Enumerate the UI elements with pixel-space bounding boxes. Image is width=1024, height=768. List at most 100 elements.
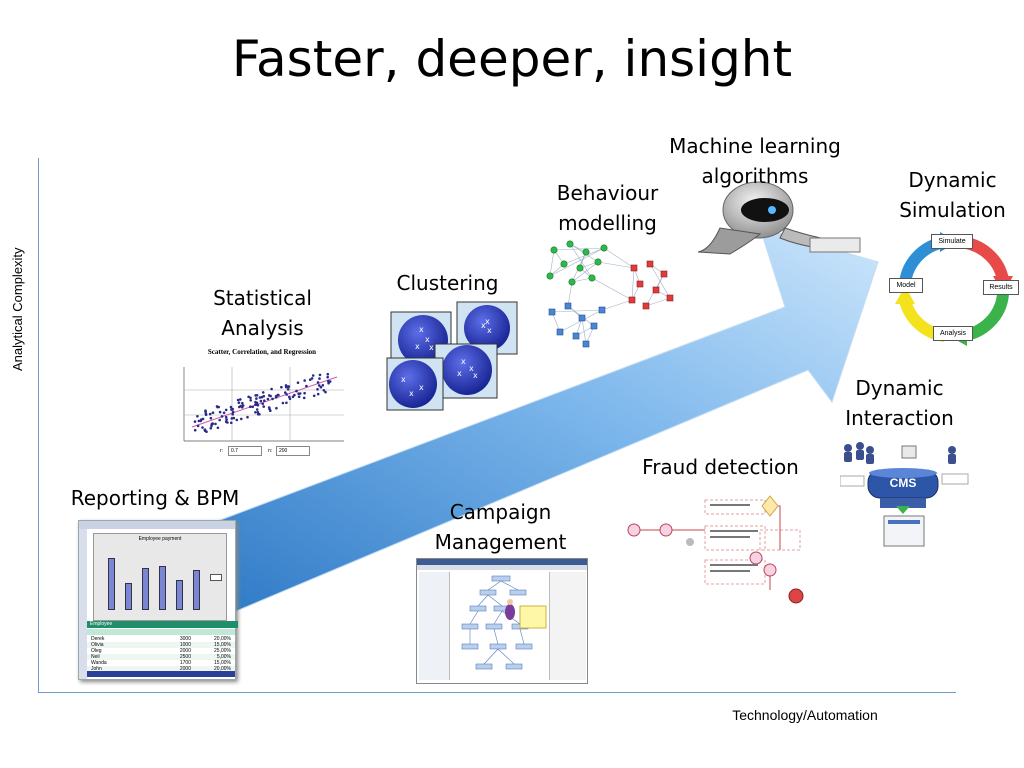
scatter-point	[215, 405, 219, 408]
report-table-row: Oleg 2000 25,00%	[87, 648, 235, 654]
scatter-point	[284, 385, 288, 389]
scatter-point	[316, 388, 319, 391]
scatter-point	[211, 411, 215, 414]
row-name: Neil	[91, 654, 100, 660]
scatter-point	[312, 394, 316, 398]
campaign-property-panel	[549, 572, 586, 680]
report-table-header: Employee	[87, 621, 238, 628]
scatter-point	[285, 401, 288, 405]
scatter-n-value: 200	[276, 446, 310, 456]
scatter-point	[258, 413, 261, 416]
scatter-point	[284, 391, 287, 394]
svg-text:x: x	[409, 389, 414, 398]
scatter-point	[220, 415, 224, 418]
scatter-point	[319, 385, 323, 389]
reporting-bar-chart: Employee payment	[93, 533, 227, 621]
network-node	[636, 280, 644, 288]
scatter-point	[249, 399, 252, 402]
scatter-point	[326, 372, 330, 376]
row-name: Oleg	[91, 648, 102, 654]
scatter-point	[204, 413, 208, 416]
network-node	[566, 240, 574, 248]
network-node	[548, 308, 556, 316]
svg-text:x: x	[429, 343, 434, 352]
row-value: 1700	[179, 660, 191, 666]
scatter-point	[211, 422, 214, 425]
stage-behaviour-line1: Behaviour	[556, 181, 659, 205]
scatter-point	[321, 384, 325, 387]
scatter-point	[247, 395, 250, 399]
report-bar	[142, 568, 149, 610]
svg-text:x: x	[481, 321, 486, 330]
scatter-point	[316, 392, 320, 396]
reporting-spreadsheet-image: Employee payment Employee Derek 3000 20,…	[78, 520, 238, 680]
network-node	[660, 270, 668, 278]
scatter-point	[249, 405, 252, 408]
scatter-point	[237, 401, 241, 404]
fraud-detection-flow-image	[627, 495, 804, 604]
cms-interaction-image: CMS	[840, 440, 970, 552]
scatter-n-label: n:	[268, 448, 273, 454]
scatter-point	[193, 428, 197, 432]
scatter-point	[254, 394, 257, 397]
svg-text:x: x	[401, 375, 406, 384]
scatter-point	[241, 401, 244, 405]
row-pct: 25,00%	[214, 648, 231, 654]
report-table-footer	[87, 671, 235, 677]
scatter-point	[196, 415, 199, 418]
row-name: Derek	[91, 636, 105, 642]
scatter-point	[209, 416, 213, 420]
stage-interaction-line2: Interaction	[845, 406, 954, 430]
stage-behaviour-line2: modelling	[558, 211, 657, 235]
report-table-row: John 2000 20,00%	[87, 666, 235, 672]
scatter-point	[281, 401, 285, 405]
scatter-point	[317, 384, 321, 387]
scatter-point	[203, 428, 207, 432]
scatter-point	[205, 430, 208, 433]
scatter-point	[230, 417, 234, 420]
behaviour-network-image	[546, 240, 674, 348]
network-node	[572, 332, 580, 340]
scatter-point	[296, 381, 300, 384]
scatter-point	[318, 377, 321, 380]
scatter-title: Scatter, Correlation, and Regression	[207, 348, 317, 356]
network-node	[600, 244, 608, 252]
scatter-point	[222, 411, 226, 415]
row-value: 1000	[179, 642, 191, 648]
svg-text:x: x	[461, 357, 466, 366]
scatter-point	[246, 415, 249, 419]
scatter-point	[275, 406, 278, 410]
row-name: John	[91, 666, 102, 672]
stage-ml-line1: Machine learning	[669, 134, 841, 158]
stage-statistical-line2: Analysis	[221, 316, 304, 340]
report-table-row: Neil 2500 5,00%	[87, 654, 235, 660]
scatter-point	[303, 391, 306, 395]
scatter-point	[240, 417, 243, 421]
network-node	[578, 314, 586, 322]
stage-simulation-label: Dynamic Simulation	[885, 165, 1020, 225]
stage-campaign-line2: Management	[434, 530, 567, 554]
scatter-point	[276, 393, 280, 397]
scatter-point	[230, 421, 233, 425]
scatter-point	[224, 420, 228, 423]
scatter-point	[311, 374, 315, 377]
svg-text:x: x	[473, 371, 478, 380]
network-node	[646, 260, 654, 268]
network-node	[582, 248, 590, 256]
scatter-point	[308, 378, 312, 381]
network-node	[598, 306, 606, 314]
scatter-point	[305, 384, 308, 388]
scatter-point	[231, 410, 235, 414]
report-bar	[176, 580, 183, 610]
scatter-point	[254, 411, 257, 414]
report-table-row: Wanda 1700 15,00%	[87, 660, 235, 666]
row-value: 2500	[179, 654, 191, 660]
stage-fraud-label: Fraud detection	[642, 455, 799, 479]
scatter-point	[280, 385, 283, 389]
report-bar	[193, 570, 200, 610]
svg-text:x: x	[485, 317, 490, 326]
scatter-point	[204, 410, 207, 413]
scatter-point	[269, 409, 272, 412]
scatter-point	[261, 391, 265, 394]
report-legend	[210, 574, 222, 581]
